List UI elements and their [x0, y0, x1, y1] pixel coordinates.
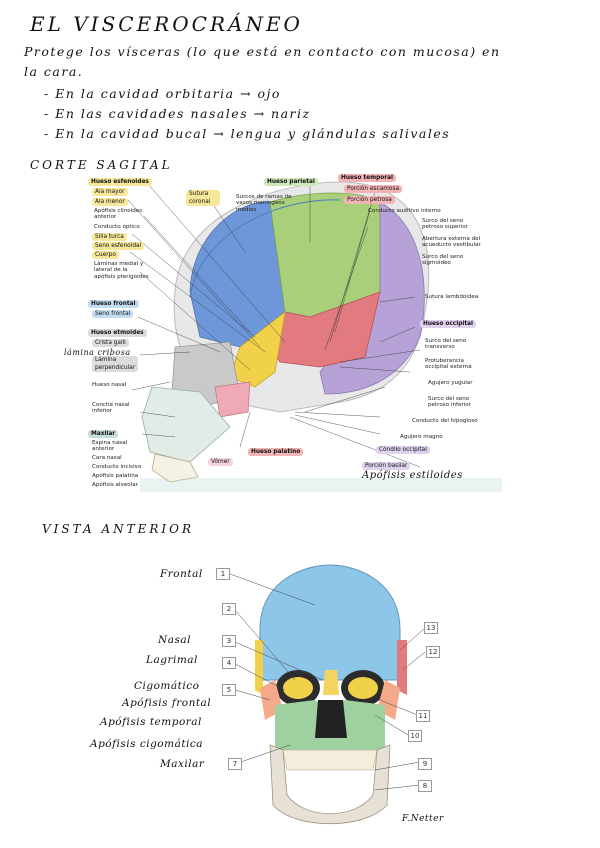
label-nasal: Nasal [158, 634, 191, 646]
label-hueso-parietal: Hueso parietal [264, 178, 318, 186]
label-porcion-basilar: Porción basilar [362, 462, 411, 470]
label-surco-transverso: Surco del seno transverso [425, 338, 467, 351]
label-espina-nasal: Espina nasal anterior [92, 440, 128, 453]
bullet-item: - En la cavidad orbitaria → ojo [44, 86, 281, 101]
number-box: 10 [408, 730, 422, 742]
signature: F.Netter [402, 814, 444, 824]
label-porcion-petrosa: Porción petrosa [344, 196, 395, 204]
anterior-skull-illustration [229, 564, 426, 825]
number-box: 11 [416, 710, 430, 722]
label-crista-galli: Crista galli [92, 339, 129, 347]
sagittal-figure: Hueso esfenoides Ala mayor Ala menor Apó… [80, 172, 505, 494]
label-laminas-pterigoides: Láminas medial y lateral de la apófisis … [94, 261, 149, 280]
page-title: EL VISCEROCRÁNEO [30, 12, 303, 36]
note-apofisis-estiloides: Apófisis estiloides [362, 470, 463, 481]
label-apofisis-palatina: Apófisis palatina [92, 473, 139, 479]
anterior-figure [215, 560, 445, 830]
label-hueso-etmoides: Hueso etmoides [88, 329, 147, 337]
bullet-item: - En las cavidades nasales → nariz [44, 106, 311, 121]
label-conducto-optico: Conducto óptico [94, 224, 140, 230]
section-title-sagittal: CORTE SAGITAL [30, 158, 173, 172]
label-maxilar-anterior: Maxilar [160, 758, 205, 770]
number-box: 3 [222, 635, 236, 647]
number-box: 12 [426, 646, 440, 658]
label-cara-nasal: Cara nasal [92, 455, 122, 461]
label-ala-menor: Ala menor [92, 198, 128, 206]
number-box: 13 [424, 622, 438, 634]
label-ala-mayor: Ala mayor [92, 188, 128, 196]
number-box: 8 [418, 780, 432, 792]
label-hueso-occipital: Hueso occipital [420, 320, 477, 328]
label-hueso-esfenoides: Hueso esfenoides [88, 178, 152, 186]
label-surco-petroso-superior: Surco del seno petroso superior [422, 218, 468, 231]
label-seno-frontal: Seno frontal [92, 310, 134, 318]
label-maxilar: Maxilar [88, 430, 119, 438]
label-porcion-escamosa: Porción escamosa [344, 185, 403, 193]
label-agujero-magno: Agujero magno [400, 434, 443, 440]
label-concha-nasal: Concha nasal inferior [92, 402, 130, 415]
label-conducto-hipogloso: Conducto del hipogloso [412, 418, 478, 424]
label-lagrimal: Lagrimal [146, 654, 198, 666]
label-vomer: Vómer [208, 458, 233, 466]
number-box: 9 [418, 758, 432, 770]
label-conducto-auditivo: Conducto auditivo interno [368, 208, 441, 214]
label-hueso-frontal: Hueso frontal [88, 300, 139, 308]
label-cigomatico: Cigomático [134, 680, 200, 692]
label-hueso-palatino: Hueso palatino [248, 448, 304, 456]
label-sutura-lambdoidea: Sutura lambdoidea [425, 294, 479, 300]
label-protuberancia: Protuberancia occipital externa [425, 358, 472, 371]
label-silla-turca: Silla turca [92, 233, 127, 241]
label-cuerpo: Cuerpo [92, 251, 119, 259]
intro-line-2: la cara. [24, 64, 84, 79]
label-abertura-externa: Abertura externa del acueducto vestibula… [422, 236, 481, 249]
number-box: 7 [228, 758, 242, 770]
label-apofisis-clinoides: Apófisis clinoides anterior [94, 208, 143, 221]
intro-line-1: Protege los vísceras (lo que está en con… [24, 44, 501, 59]
number-box: 2 [222, 603, 236, 615]
number-box: 5 [222, 684, 236, 696]
label-apofisis-frontal: Apófisis frontal [122, 697, 212, 709]
label-apofisis-temporal: Apófisis temporal [100, 716, 202, 728]
label-agujero-yugular: Agujero yugular [428, 380, 473, 386]
bullet-item: - En la cavidad bucal → lengua y glándul… [44, 126, 451, 141]
label-surco-petroso-inferior: Surco del seno petroso inferior [428, 396, 471, 409]
label-surcos-meningeos: Surcos de ramas de vasos meníngeos medio… [236, 194, 292, 213]
sagittal-skull-illustration [80, 172, 505, 494]
label-surco-sigmoideo: Surco del seno sigmoideo [422, 254, 464, 267]
number-box: 4 [222, 657, 236, 669]
label-sutura-coronal: Sutura coronal [186, 190, 220, 206]
label-seno-esfenoidal: Seno esfenoidal [92, 242, 145, 250]
label-condilo-occipital: Cóndilo occipital [376, 446, 430, 454]
number-box: 1 [216, 568, 230, 580]
label-apofisis-cigomatica: Apófisis cigomática [90, 738, 204, 750]
label-lamina-perpendicular: Lámina perpendicular [92, 356, 138, 372]
label-hueso-temporal: Hueso temporal [338, 174, 396, 182]
note-lamina-cribosa: lámina cribosa [64, 348, 131, 357]
label-frontal: Frontal [160, 568, 203, 580]
label-hueso-nasal: Hueso nasal [92, 382, 127, 388]
section-title-anterior: VISTA ANTERIOR [42, 522, 195, 536]
label-apofisis-alveolar: Apófisis alveolar [92, 482, 138, 488]
label-conducto-incisivo: Conducto incisivo [92, 464, 142, 470]
